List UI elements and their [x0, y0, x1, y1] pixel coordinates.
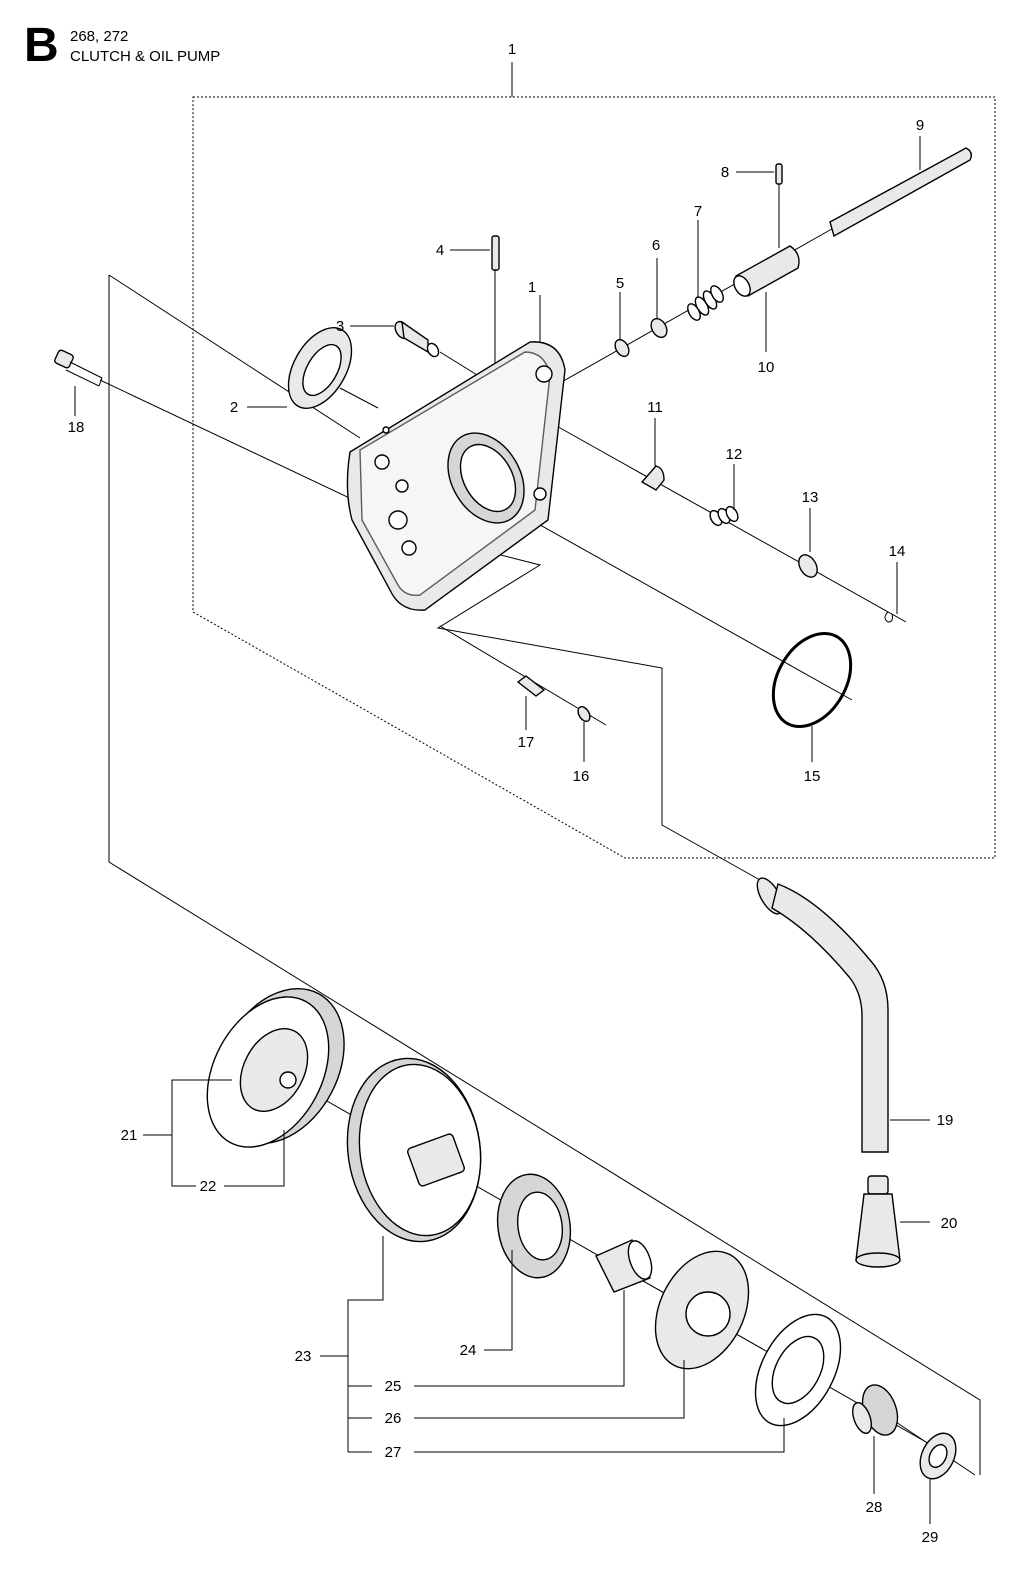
- callout-9: 9: [916, 117, 924, 134]
- callout-15: 15: [804, 768, 821, 785]
- callout-14: 14: [889, 543, 906, 560]
- callout-2: 2: [230, 399, 238, 416]
- leader-lines: [74, 136, 931, 1524]
- callout-29: 29: [922, 1529, 939, 1546]
- part-3-bolt: [394, 320, 440, 358]
- axis-bolt3: [439, 351, 483, 379]
- axis-seal: [339, 387, 379, 409]
- section-letter: B: [24, 19, 59, 72]
- part-27-washer: [754, 1313, 842, 1427]
- part-20-filter: [855, 1175, 901, 1268]
- callout-1: 1: [528, 279, 536, 296]
- part-2-seal: [287, 327, 353, 409]
- part-9-pump-shaft: [829, 147, 973, 238]
- part-16-washer: [577, 705, 591, 723]
- part-6-washer: [650, 317, 668, 339]
- part-14-clip: [884, 611, 893, 623]
- callout-5: 5: [616, 275, 624, 292]
- callout-23: 23: [295, 1348, 312, 1365]
- perspective-frame: [108, 274, 361, 439]
- callout-10: 10: [758, 359, 775, 376]
- part-10-piston-sleeve: [733, 245, 800, 297]
- part-8-pin: [775, 163, 783, 248]
- part-29-washer: [919, 1432, 957, 1480]
- page-header: B 268, 272 CLUTCH & OIL PUMP: [24, 22, 424, 72]
- part-18-bolt: [54, 349, 103, 387]
- axis-worm: [552, 423, 907, 623]
- callout-1-assembly: 1: [508, 41, 516, 58]
- part-13-washer: [798, 554, 818, 578]
- callout-6: 6: [652, 237, 660, 254]
- callout-22: 22: [200, 1178, 217, 1195]
- section-title: CLUTCH & OIL PUMP: [70, 48, 221, 65]
- callout-11: 11: [647, 399, 663, 416]
- part-11-cam: [640, 465, 665, 491]
- callout-4: 4: [436, 242, 444, 259]
- callout-12: 12: [726, 446, 743, 463]
- part-4-pin: [491, 235, 500, 368]
- part-25-needle-bearing: [595, 1239, 653, 1293]
- part-23-clutch-drum: [346, 1057, 482, 1243]
- part-26-plate: [654, 1250, 750, 1370]
- callout-19: 19: [937, 1112, 954, 1129]
- callout-8: 8: [721, 164, 729, 181]
- part-7-spring: [687, 285, 724, 321]
- callouts: 1 1 2 3 4 5 6 7 8 9 10 11 12 13 14 15 16…: [68, 41, 958, 1546]
- part-19-oil-hose: [756, 877, 889, 1153]
- callout-28: 28: [866, 1499, 883, 1516]
- perspective-frame-left: [108, 275, 981, 1475]
- callout-24: 24: [460, 1342, 477, 1359]
- part-17-sleeve: [516, 675, 546, 697]
- callout-27: 27: [385, 1444, 402, 1461]
- part-28-hub: [852, 1384, 899, 1436]
- part-15-o-ring: [771, 631, 853, 729]
- callout-26: 26: [385, 1410, 402, 1427]
- part-1-pump-housing: [346, 341, 566, 611]
- part-12-spring: [709, 505, 739, 527]
- part-21-clutch: [206, 987, 345, 1148]
- callout-16: 16: [573, 768, 590, 785]
- callout-18: 18: [68, 419, 85, 436]
- callout-17: 17: [518, 734, 535, 751]
- callout-3: 3: [336, 318, 344, 335]
- callout-25: 25: [385, 1378, 402, 1395]
- callout-7: 7: [694, 203, 702, 220]
- part-5-washer: [614, 338, 630, 358]
- oil-hose-path: [389, 526, 761, 881]
- model-numbers: 268, 272: [70, 28, 129, 45]
- callout-20: 20: [941, 1215, 958, 1232]
- part-24-rim-sprocket: [496, 1173, 572, 1279]
- callout-21: 21: [121, 1127, 138, 1144]
- assembly-boundary: [192, 96, 996, 859]
- axis-bolt: [99, 379, 397, 521]
- callout-13: 13: [802, 489, 819, 506]
